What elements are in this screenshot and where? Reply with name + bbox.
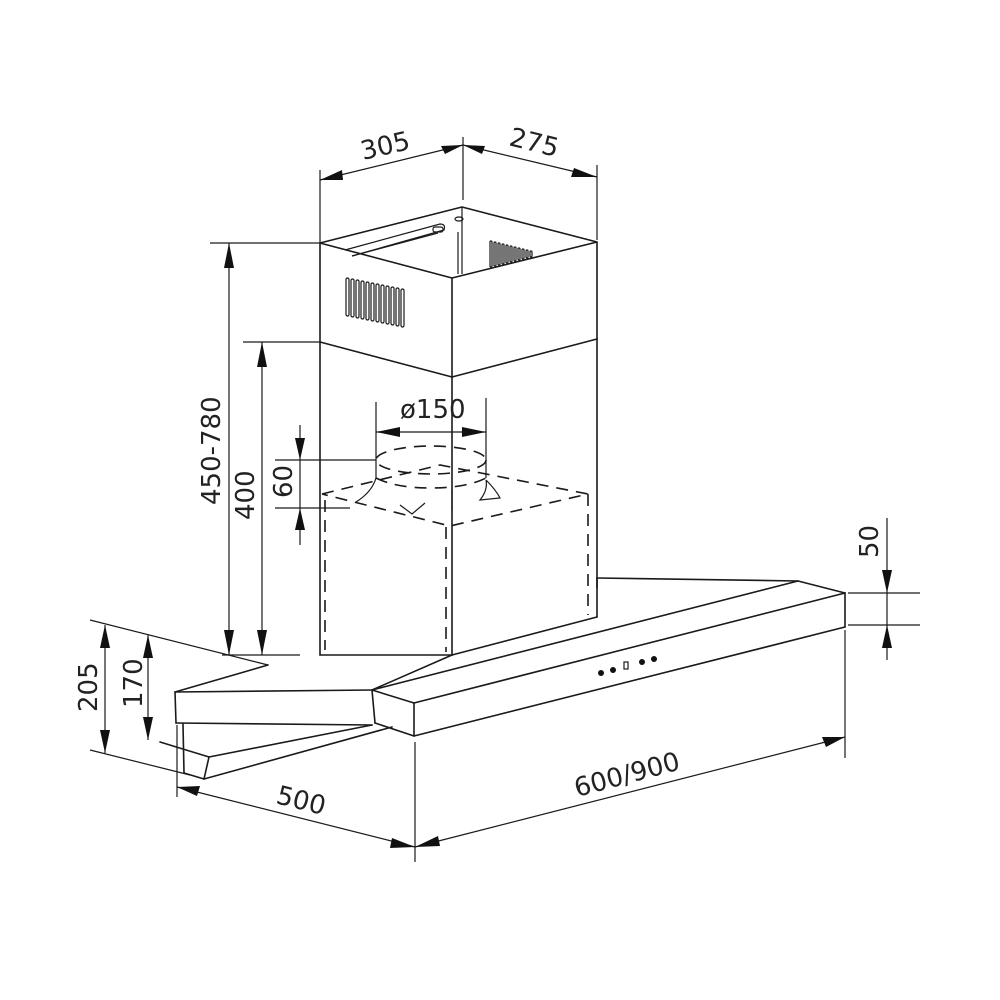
dim-170 [143, 635, 153, 740]
lower-chimney [319, 338, 598, 656]
dim-500 [176, 725, 416, 862]
upper-chimney [319, 206, 598, 378]
label-chimney-height-range: 450-780 [197, 396, 227, 505]
label-outlet-collar-height: 60 [269, 465, 299, 498]
dim-205 [89, 619, 269, 776]
hidden-motor-housing [321, 445, 589, 652]
label-canopy-thickness: 50 [855, 525, 885, 558]
dim-60 [275, 425, 376, 545]
button-3[interactable] [639, 659, 645, 665]
button-2[interactable] [610, 667, 616, 673]
dim-305-275 [319, 137, 598, 243]
label-overall-front-height: 205 [74, 662, 104, 712]
label-outlet-diameter: ø150 [400, 395, 466, 425]
label-width: 600/900 [571, 747, 683, 804]
label-glass-height: 170 [119, 658, 149, 708]
button-4[interactable] [651, 656, 657, 662]
dim-diameter-150 [375, 398, 487, 460]
vent-slots-right [489, 240, 533, 268]
button-1[interactable] [598, 670, 604, 676]
canopy [371, 577, 846, 737]
control-panel [598, 656, 657, 676]
vent-slots-left [345, 277, 405, 328]
glass-visor [159, 664, 393, 780]
display-indicator [623, 661, 629, 670]
label-depth: 500 [273, 781, 328, 822]
dim-450-780 [210, 242, 320, 655]
dim-600-900 [414, 630, 846, 848]
dim-50 [848, 518, 920, 660]
label-lower-chimney-height: 400 [231, 470, 261, 520]
label-chimney-width: 305 [358, 126, 413, 166]
dim-400 [222, 341, 320, 656]
